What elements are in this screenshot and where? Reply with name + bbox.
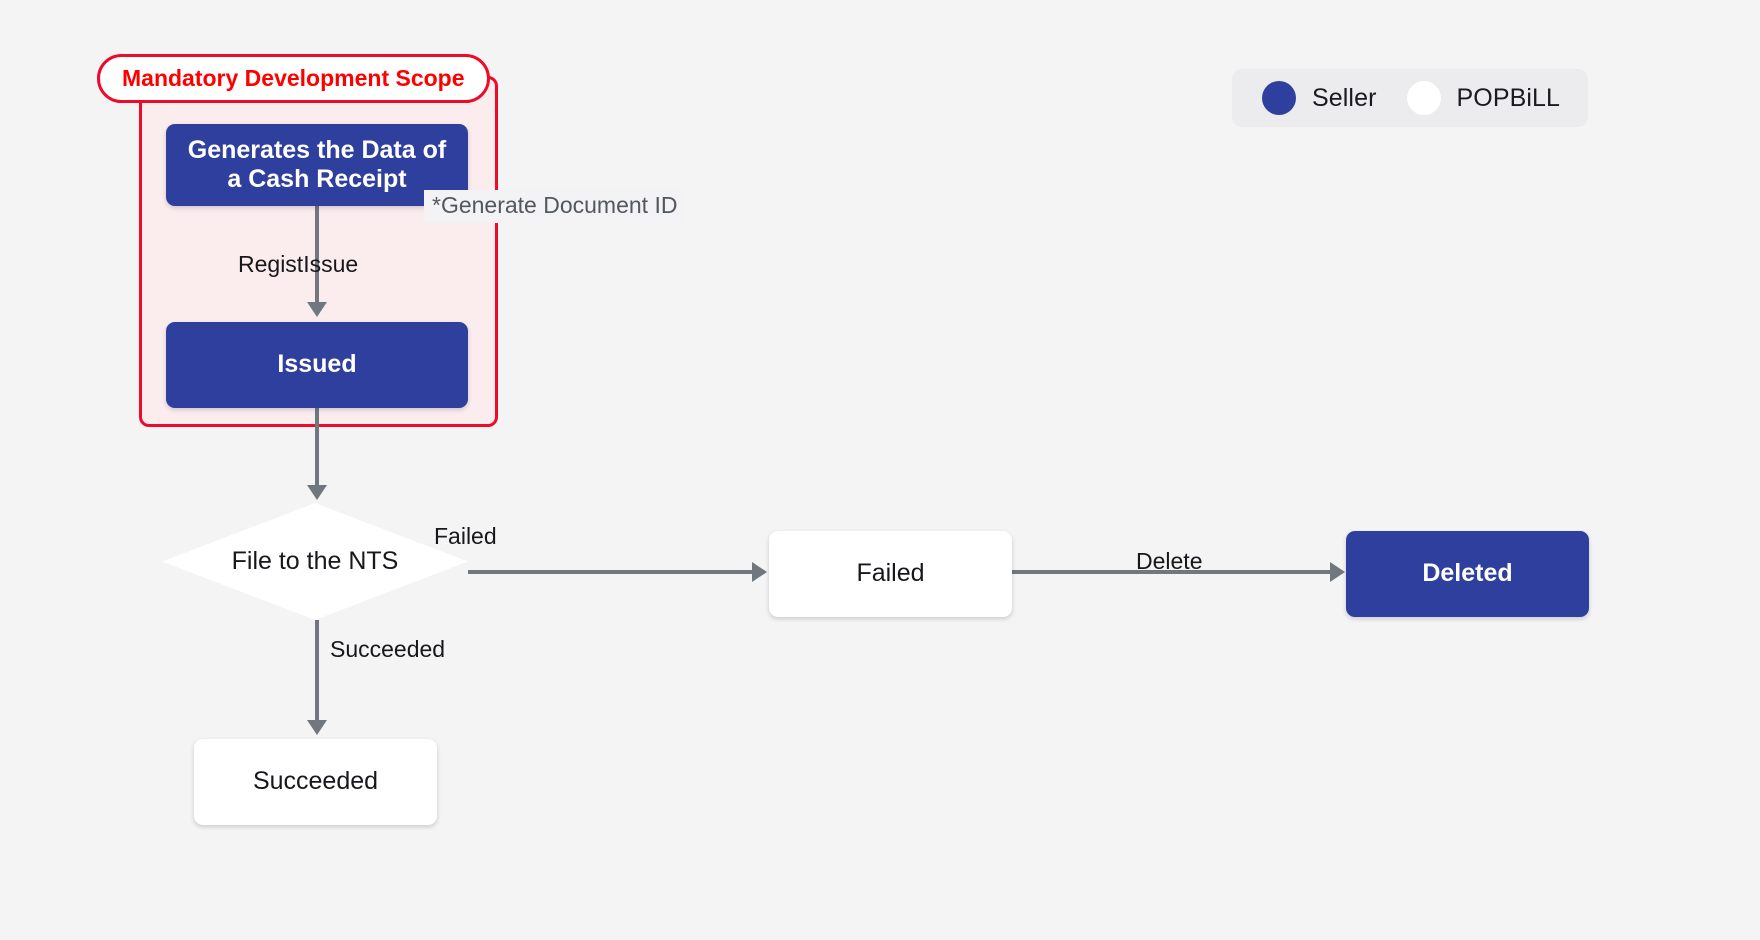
hollow-circle-icon bbox=[1406, 81, 1441, 115]
node-generate-line2: a Cash Receipt bbox=[227, 165, 407, 193]
edge-label-regist-issue: RegistIssue bbox=[238, 251, 359, 277]
edge-label-failed: Failed bbox=[434, 523, 497, 549]
node-decision-label: File to the NTS bbox=[231, 547, 399, 575]
node-failed[interactable]: Failed bbox=[769, 531, 1012, 617]
node-issued[interactable]: Issued bbox=[166, 322, 468, 408]
edge-generate-to-issued bbox=[315, 206, 319, 306]
legend: Seller POPBiLL bbox=[1232, 69, 1589, 127]
node-generate-label: Generates the Data of a Cash Receipt bbox=[188, 136, 446, 195]
legend-label-seller: Seller bbox=[1312, 83, 1377, 112]
filled-circle-icon bbox=[1262, 81, 1296, 115]
arrow-issued-to-decision-icon bbox=[307, 485, 327, 500]
node-succeeded[interactable]: Succeeded bbox=[194, 739, 437, 825]
edge-label-succeeded: Succeeded bbox=[330, 636, 446, 662]
edge-failed-to-deleted bbox=[1012, 570, 1330, 574]
edge-decision-to-failed bbox=[468, 570, 753, 574]
legend-entry-seller: Seller bbox=[1262, 81, 1377, 115]
legend-label-popbill: POPBiLL bbox=[1456, 83, 1561, 112]
arrow-failed-to-deleted-icon bbox=[1330, 562, 1345, 582]
annotation-generate-document-id: *Generate Document ID bbox=[424, 190, 686, 223]
node-generates-cash-receipt-data[interactable]: Generates the Data of a Cash Receipt bbox=[166, 124, 468, 206]
node-generate-line1: Generates the Data of bbox=[187, 135, 447, 164]
arrow-decision-to-failed-icon bbox=[752, 562, 767, 582]
scope-title: Mandatory Development Scope bbox=[97, 54, 490, 103]
legend-entry-popbill: POPBiLL bbox=[1406, 81, 1561, 115]
edge-label-delete: Delete bbox=[1136, 548, 1203, 574]
arrow-decision-to-succeeded-icon bbox=[307, 720, 327, 735]
node-deleted[interactable]: Deleted bbox=[1346, 531, 1589, 617]
edge-issued-to-decision bbox=[315, 408, 319, 487]
arrow-generate-to-issued-icon bbox=[307, 302, 327, 317]
edge-decision-to-succeeded bbox=[315, 620, 319, 724]
node-file-to-the-nts[interactable]: File to the NTS bbox=[162, 503, 468, 620]
